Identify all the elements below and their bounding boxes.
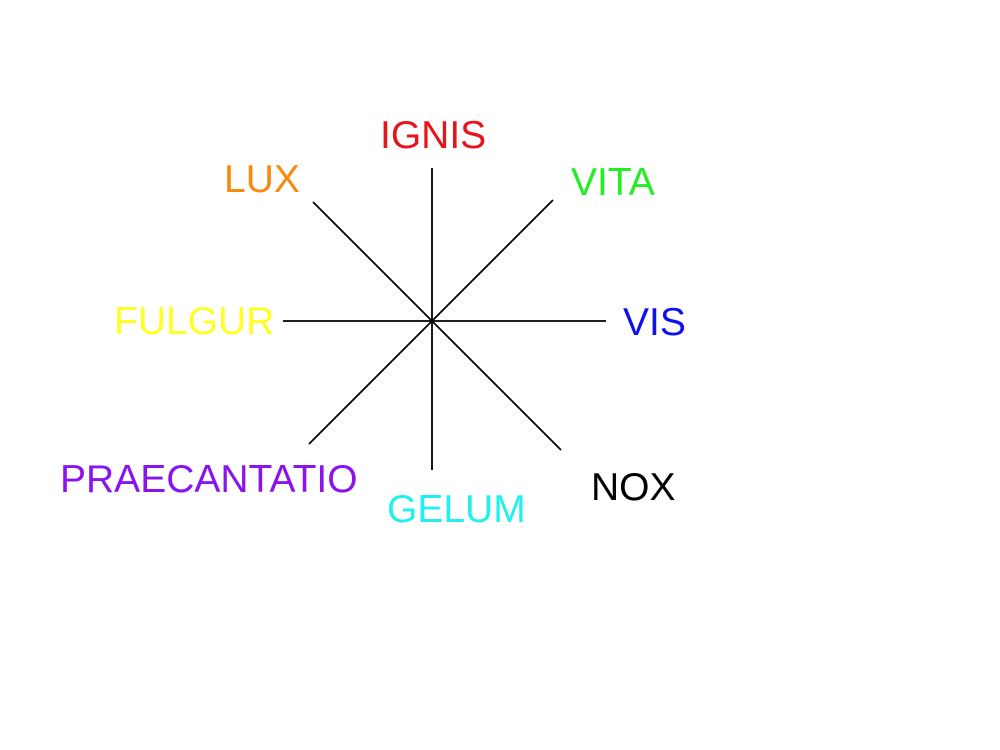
label-fulgur: FULGUR [114,300,275,343]
label-vita: VITA [571,161,655,204]
spoke-up-left [312,201,433,322]
label-gelum: GELUM [387,488,526,531]
label-lux: LUX [224,158,300,201]
spoke-down-left [308,320,433,445]
label-nox: NOX [591,466,676,509]
spoke-up-right [431,199,554,322]
spoke-down-right [431,320,562,451]
label-vis: VIS [623,301,686,344]
label-praecantatio: PRAECANTATIO [60,458,358,501]
label-ignis: IGNIS [380,114,487,157]
